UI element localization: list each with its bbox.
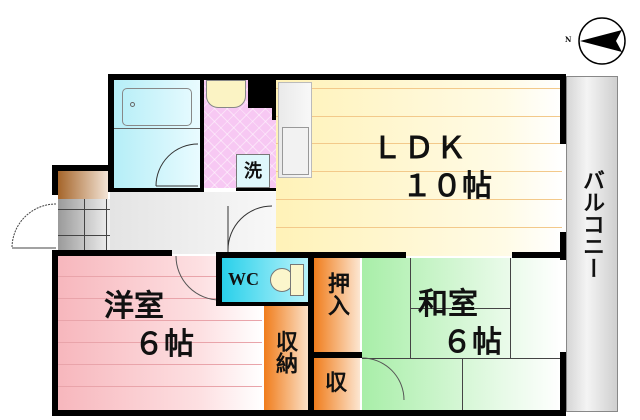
balcony: バルコニー bbox=[566, 76, 618, 412]
room-bath bbox=[114, 80, 200, 188]
wall bbox=[236, 188, 276, 191]
washer-label: 洗 bbox=[244, 161, 262, 182]
kitchen-sink bbox=[282, 127, 309, 175]
japanese-door-icon[interactable] bbox=[362, 356, 408, 406]
entrance-genkan bbox=[58, 199, 110, 253]
kitchen-counter bbox=[278, 82, 312, 178]
wall bbox=[560, 352, 566, 416]
bath-door-icon bbox=[155, 143, 199, 187]
japanese-room-name: 和室 bbox=[418, 287, 478, 322]
wall bbox=[52, 410, 566, 416]
washer-box[interactable]: 洗 bbox=[236, 154, 270, 188]
wall bbox=[308, 252, 314, 416]
closet-western: 収納 bbox=[264, 306, 308, 410]
storage-small-label: 収 bbox=[325, 370, 348, 396]
wall bbox=[308, 352, 362, 358]
wall bbox=[560, 232, 566, 260]
entrance-door-icon[interactable] bbox=[6, 200, 58, 250]
wall bbox=[52, 250, 172, 256]
ldk-name: ＬＤＫ bbox=[372, 131, 468, 166]
compass: N bbox=[565, 16, 626, 66]
wall bbox=[108, 74, 566, 80]
shoe-cabinet bbox=[58, 171, 108, 199]
wall bbox=[560, 74, 566, 144]
hallway bbox=[110, 192, 276, 254]
hall-door-icon bbox=[227, 205, 273, 252]
room-wc[interactable]: WC bbox=[222, 258, 308, 304]
closet-japanese-label: 押入 bbox=[324, 272, 350, 316]
closet-western-label: 収納 bbox=[272, 330, 298, 374]
wall bbox=[52, 250, 58, 416]
wall bbox=[272, 80, 276, 120]
room-japanese: 和室 ６帖 bbox=[362, 258, 562, 410]
western-room-size: ６帖 bbox=[134, 327, 194, 362]
wall bbox=[216, 302, 308, 306]
bathtub bbox=[122, 88, 192, 126]
wash-basin bbox=[206, 80, 246, 108]
wall bbox=[216, 252, 222, 306]
room-washroom: 洗 bbox=[204, 80, 276, 188]
compass-label: N bbox=[565, 35, 572, 44]
wall bbox=[52, 165, 58, 195]
wall bbox=[52, 165, 112, 171]
western-room-name: 洋室 bbox=[104, 289, 164, 324]
wall bbox=[200, 80, 204, 192]
wall bbox=[110, 188, 204, 192]
ldk-size: １０帖 bbox=[402, 169, 492, 204]
wc-label: WC bbox=[228, 269, 259, 289]
storage-small: 収 bbox=[314, 358, 360, 410]
north-arrow-icon bbox=[578, 17, 626, 65]
balcony-label: バルコニー bbox=[579, 169, 605, 279]
room-ldk: ＬＤＫ １０帖 bbox=[276, 80, 562, 256]
wall bbox=[52, 250, 58, 256]
closet-japanese: 押入 bbox=[314, 258, 360, 352]
wall bbox=[512, 252, 564, 258]
wall bbox=[108, 74, 114, 192]
japanese-room-size: ６帖 bbox=[442, 325, 502, 360]
